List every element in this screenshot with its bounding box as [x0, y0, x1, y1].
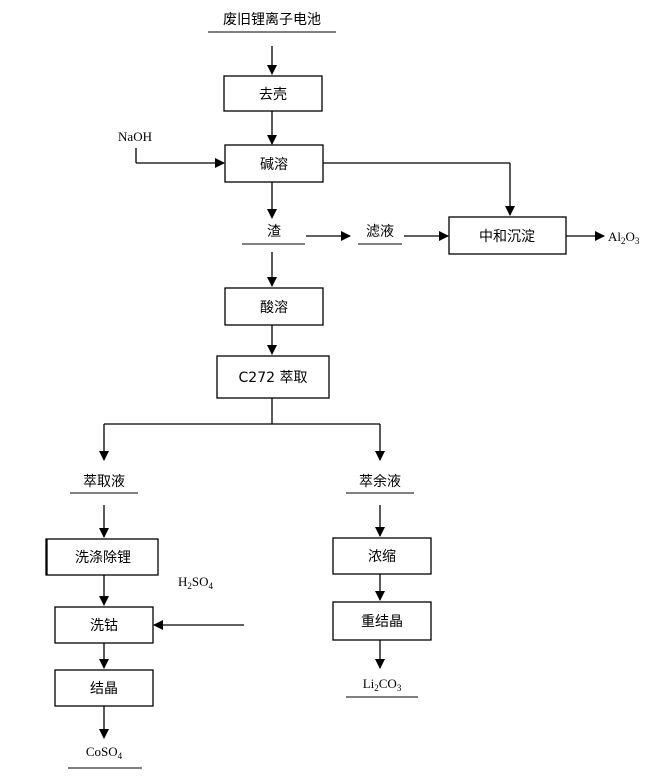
c272-extraction-label: C272 萃取 [239, 370, 308, 386]
alkali-dissolve-box [224, 144, 324, 183]
residue-label: 渣 [267, 224, 281, 240]
acid-dissolve-box [224, 287, 324, 326]
wash-co-label: 洗钴 [90, 618, 118, 634]
alkali-dissolve-label: 碱溶 [260, 157, 288, 173]
shell-removal-label: 去壳 [259, 86, 287, 103]
crystallize-label: 结晶 [90, 681, 118, 697]
h2so4-label: H2SO4 [178, 574, 214, 591]
coso4-label: CoSO4 [86, 744, 123, 761]
filtrate-label: 滤液 [366, 224, 394, 240]
shell-removal-box [223, 75, 323, 112]
battery-label: 废旧锂离子电池 [223, 11, 321, 28]
concentrate-label: 浓缩 [368, 549, 396, 565]
extract-label: 萃取液 [83, 474, 125, 490]
wash-li-label: 洗涤除锂 [75, 550, 131, 566]
c272-extraction-box [216, 355, 330, 399]
raffinate-label: 萃余液 [359, 473, 401, 490]
acid-dissolve-label: 酸溶 [260, 300, 288, 316]
recrystallize-label: 重结晶 [361, 614, 403, 630]
crystallize-box [54, 669, 154, 707]
concentrate-box [332, 537, 432, 575]
recrystallize-box [332, 601, 432, 641]
naoh-label: NaOH [118, 129, 152, 144]
neutralize-precipitate-box [448, 216, 567, 255]
neutralize-precipitate-label: 中和沉淀 [479, 229, 535, 245]
wash-co-box [54, 606, 154, 644]
li2co3-label: Li2CO3 [363, 676, 402, 693]
wash-li-box [45, 538, 159, 576]
al2o3-label: Al2O3 [608, 229, 640, 246]
